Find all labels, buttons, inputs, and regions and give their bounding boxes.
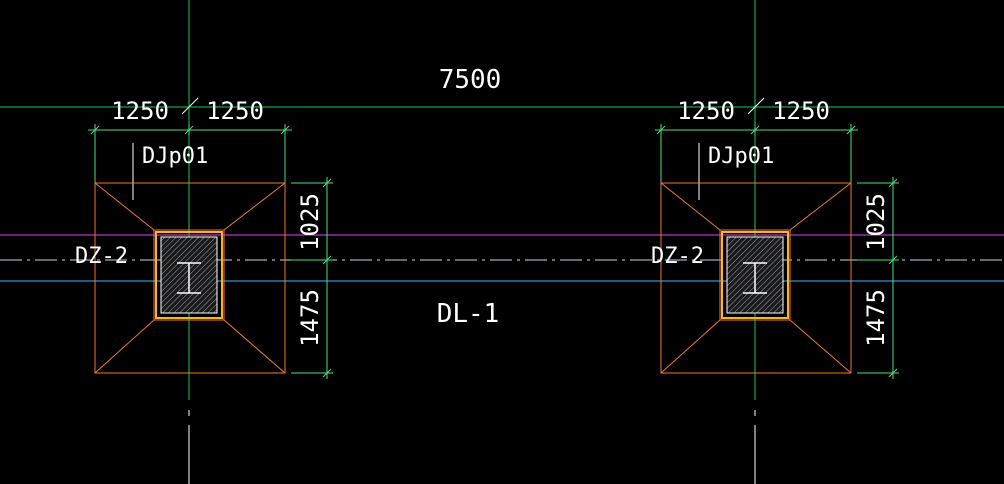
column-left-label: DZ-2: [75, 244, 128, 269]
dim-tick-right: [846, 125, 856, 135]
dim-tick-mid: [888, 255, 898, 265]
footing-left-outline: [94, 182, 286, 374]
column-right: [721, 231, 789, 319]
dim-tick-top: [322, 178, 332, 188]
footing-left-half-left-dim: 1250: [111, 97, 169, 125]
column-left: [155, 231, 223, 319]
footing-right-label: DJp01: [708, 144, 774, 169]
footing-left-width-dimension: [88, 124, 292, 183]
footing-left-label: DJp01: [142, 144, 208, 169]
dim-tick-left: [656, 125, 666, 135]
dim-tick-bottom: [322, 368, 332, 378]
footing-right-outline: [660, 182, 852, 374]
dim-tick-bottom: [888, 368, 898, 378]
footing-slope-tl: [660, 182, 721, 231]
footing-slope-bl: [660, 319, 721, 374]
dim-tick-mid: [184, 125, 194, 135]
column-right-label: DZ-2: [651, 244, 704, 269]
footing-slope-tr: [223, 182, 286, 231]
footing-inner-rect: [719, 229, 791, 321]
column-outline: [155, 231, 223, 319]
footing-slope-tl: [94, 182, 155, 231]
dim-tick-top: [888, 178, 898, 188]
column-outline: [721, 231, 789, 319]
footing-left[interactable]: 1250 1250 DJp01 DZ-2: [75, 97, 333, 379]
steel-section-icon: [743, 262, 767, 294]
footing-slope-br: [223, 319, 286, 374]
dim-tick-mid: [750, 125, 760, 135]
beam-label: DL-1: [437, 299, 500, 329]
axis-line-stubs: [188, 410, 756, 484]
dim-tick-left: [90, 125, 100, 135]
dim-split-slash: [747, 97, 765, 115]
footing-right-lower-dim: 1475: [862, 289, 890, 347]
dim-tick-right: [280, 125, 290, 135]
footing-right-upper-dim: 1025: [862, 193, 890, 251]
span-dimension-text: 7500: [439, 65, 502, 95]
footing-slope-br: [789, 319, 852, 374]
footing-left-upper-dim: 1025: [296, 193, 324, 251]
steel-section-icon: [177, 262, 201, 294]
footing-left-half-right-dim: 1250: [206, 97, 264, 125]
axis-lines: [0, 0, 1004, 400]
footing-left-lower-dim: 1475: [296, 289, 324, 347]
footing-right-depth-dimension: [857, 177, 899, 379]
footing-right-half-left-dim: 1250: [677, 97, 735, 125]
footing-outer-rect: [660, 182, 852, 374]
footing-outer-rect: [94, 182, 286, 374]
footing-right-half-right-dim: 1250: [772, 97, 830, 125]
dim-split-slash: [181, 97, 199, 115]
footing-left-depth-dimension: [291, 177, 333, 379]
footing-slope-bl: [94, 319, 155, 374]
dim-tick-mid: [322, 255, 332, 265]
footing-inner-rect: [153, 229, 225, 321]
footing-right-width-dimension: [655, 124, 858, 183]
footing-slope-tr: [789, 182, 852, 231]
footing-right[interactable]: 1250 1250 DJp01 DZ-2: [651, 97, 899, 379]
